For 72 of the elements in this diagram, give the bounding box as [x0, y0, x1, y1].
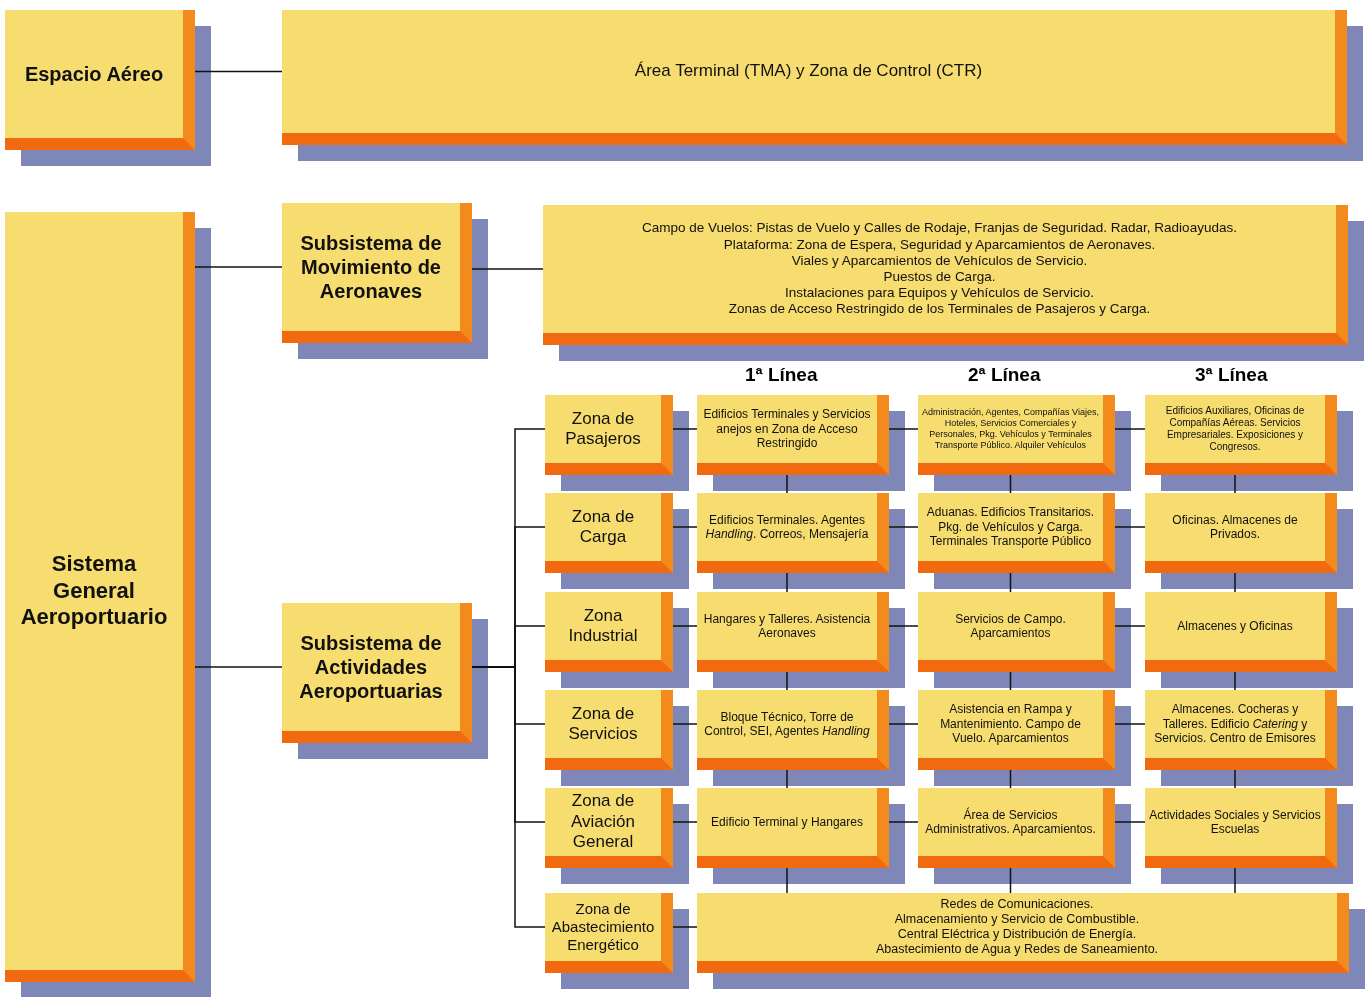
box-label: Bloque Técnico, Torre de Control, SEI, Agentes Handling [703, 709, 871, 739]
connector-line [1114, 821, 1146, 823]
box-label: Administración, Agentes, Compañías Viajes, Hoteles, Servicios Comerciales y Personales, Pkg. Vehículos y Terminales Transporte Público. Alquiler Vehículos [922, 407, 1099, 451]
box-label: Espacio Aéreo [24, 62, 164, 86]
column-heading: 2ª Línea [968, 364, 1041, 386]
connector-line [194, 70, 283, 73]
box-label: Almacenes. Cocheras y Talleres. Edificio Catering y Servicios. Centro de Emisores [1153, 702, 1317, 746]
connector-line [888, 428, 919, 430]
connector-line [1234, 572, 1236, 593]
connector-line [471, 268, 544, 270]
box-label: Edificios Terminales y Servicios anejos en Zona de Acceso Restringido [702, 407, 872, 451]
connector-line [1009, 867, 1012, 894]
connector-line [786, 474, 788, 494]
box-label: Plataforma: Zona de Espera, Seguridad y Aparcamientos de Aeronaves. [723, 236, 1156, 253]
box-label: Zona de Pasajeros [564, 408, 642, 450]
box-label: Edificios Terminales. Agentes Handling. Correos, Mensajería [704, 512, 870, 542]
connector-line [1234, 769, 1236, 789]
box-label: Zona de Abastecimiento Energético [550, 900, 656, 954]
connector-line [1114, 723, 1146, 725]
connector-line [1009, 572, 1012, 593]
box-label: Área Terminal (TMA) y Zona de Control (CTR) [634, 61, 983, 82]
column-heading: 3ª Línea [1195, 364, 1268, 386]
box-label: Zonas de Acceso Restringido de los Terminales de Pasajeros y Carga. [728, 301, 1151, 318]
box-label: Actividades Sociales y Servicios Escuelas [1149, 807, 1321, 837]
connector-line [672, 428, 698, 430]
connector-line [888, 526, 919, 528]
box-label: Subsistema de Movimiento de Aeronaves [299, 231, 443, 303]
connector-line [786, 572, 788, 593]
connector-line [786, 769, 788, 789]
box-label: Puestos de Carga. [883, 269, 996, 286]
box-label: Zona de Carga [570, 506, 636, 548]
connector-line [672, 926, 698, 928]
connector-line [194, 666, 283, 668]
box-label: Hangares y Talleres. Asistencia Aeronaves [702, 611, 872, 641]
connector-line [672, 821, 698, 823]
connector-line [1114, 526, 1146, 528]
box-label: Zona de Aviación General [570, 791, 636, 853]
connector-line [888, 723, 919, 725]
box-label: Almacenamiento y Servicio de Combustible. [894, 912, 1140, 927]
box-label: Central Eléctrica y Distribución de Energía. [897, 927, 1137, 942]
connector-line [1234, 671, 1236, 691]
box-label: Almacenes y Oficinas [1177, 618, 1293, 634]
box-label: Abastecimiento de Agua y Redes de Saneamiento. [875, 942, 1159, 957]
connector-line [1114, 428, 1146, 430]
connector-line [194, 266, 283, 268]
box-label: Oficinas. Almacenes de Privados. [1171, 512, 1299, 542]
column-heading: 1ª Línea [745, 364, 818, 386]
box-label: Edificio Terminal y Hangares [711, 814, 863, 830]
box-label: Edificios Auxiliares, Oficinas de Compañías Aéreas. Servicios Empresariales. Exposiciones y Congresos. [1164, 405, 1306, 453]
box-label: Sistema General Aeroportuario [19, 551, 169, 631]
box-label: Viales y Aparcamientos de Vehículos de Servicio. [791, 252, 1088, 269]
connector-line [672, 526, 698, 528]
box-label: Zona de Servicios [567, 703, 639, 745]
box-label: Área de Servicios Administrativos. Aparcamientos. [924, 807, 1097, 837]
connector-line [471, 666, 546, 928]
connector-line [888, 821, 919, 823]
connector-line [888, 625, 919, 627]
connector-line [1114, 625, 1146, 627]
box-label: Campo de Vuelos: Pistas de Vuelo y Calles de Rodaje, Franjas de Seguridad. Radar, Radioayudas. [642, 220, 1237, 237]
box-label: Redes de Comunicaciones. [940, 897, 1094, 912]
connector-line [672, 625, 698, 627]
connector-line [786, 867, 788, 894]
box-label: Asistencia en Rampa y Mantenimiento. Campo de Vuelo. Aparcamientos [939, 702, 1082, 746]
box-label: Instalaciones para Equipos y Vehículos de Servicio. [784, 285, 1095, 302]
box-label: Subsistema de Actividades Aeroportuarias [298, 631, 444, 703]
connector-line [1234, 474, 1236, 494]
connector-line [672, 723, 698, 725]
connector-line [1234, 867, 1236, 894]
connector-line [786, 671, 788, 691]
box-label: Aduanas. Edificios Transitarios. Pkg. de Vehículos y Carga. Terminales Transporte Público [925, 505, 1096, 549]
box-label: Servicios de Campo. Aparcamientos [954, 611, 1067, 641]
box-label: Zona Industrial [567, 605, 639, 647]
